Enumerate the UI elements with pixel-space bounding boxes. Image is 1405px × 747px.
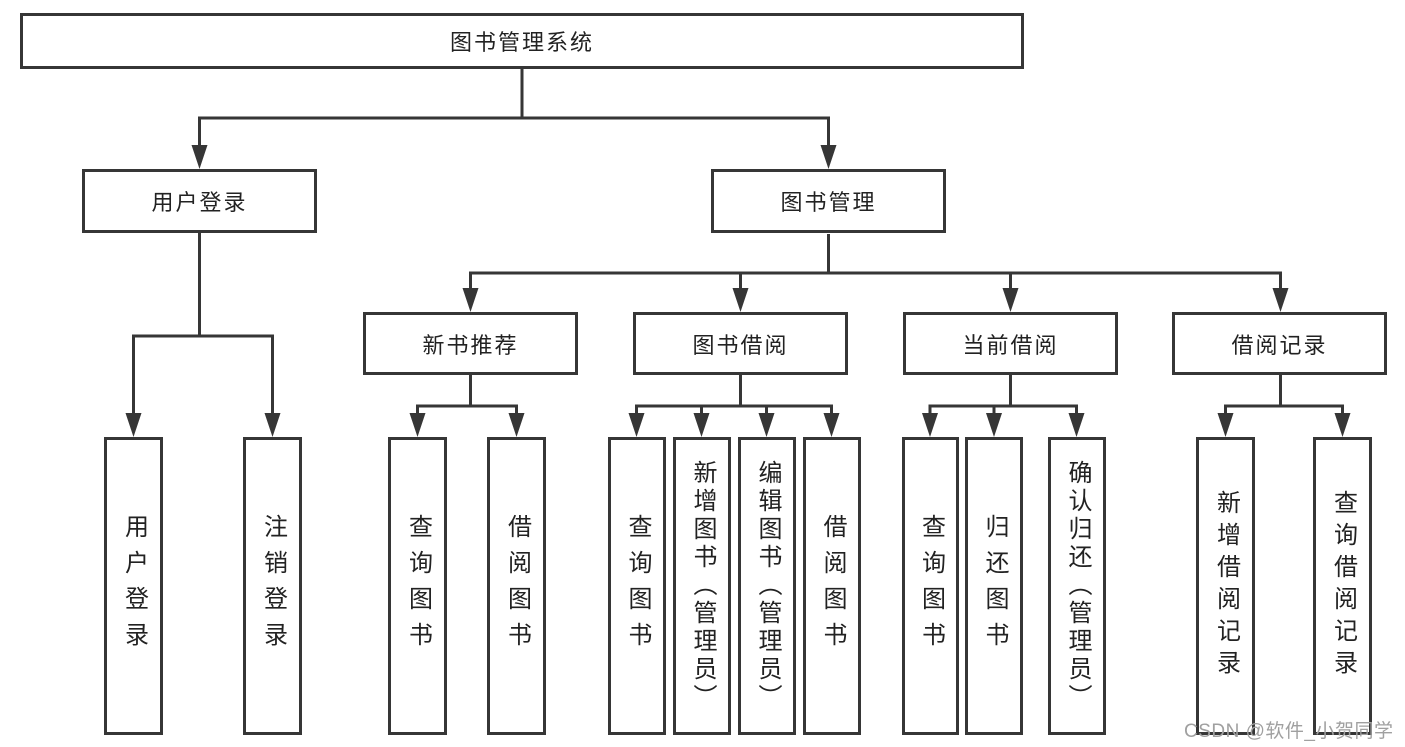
leaf-recommend-query-book-label: 查询图书 xyxy=(404,514,432,658)
leaf-logout: 注销登录 xyxy=(243,437,302,735)
leaf-user-login-label: 用户登录 xyxy=(120,514,148,658)
node-new-book-recommend-label: 新书推荐 xyxy=(422,332,519,358)
node-current-borrow-label: 当前借阅 xyxy=(962,332,1059,358)
leaf-borrow-edit-book-admin-label: 编辑图书（管理员） xyxy=(754,460,781,712)
leaf-borrow-borrow-book: 借阅图书 xyxy=(803,437,861,735)
leaf-user-login: 用户登录 xyxy=(104,437,163,735)
leaf-current-confirm-return-admin-label: 确认归还（管理员） xyxy=(1064,460,1091,712)
node-borrow-records-label: 借阅记录 xyxy=(1231,332,1328,358)
leaf-records-add-record-label: 新增借阅记录 xyxy=(1212,490,1240,682)
leaf-current-query-book: 查询图书 xyxy=(902,437,959,735)
node-book-management-label: 图书管理 xyxy=(780,190,877,215)
leaf-recommend-query-book: 查询图书 xyxy=(388,437,447,735)
node-book-management: 图书管理 xyxy=(711,169,946,233)
node-borrow-records: 借阅记录 xyxy=(1172,312,1387,375)
node-root-system-label: 图书管理系统 xyxy=(449,30,594,55)
leaf-records-query-record-label: 查询借阅记录 xyxy=(1329,490,1357,682)
leaf-borrow-edit-book-admin: 编辑图书（管理员） xyxy=(738,437,796,735)
node-user-login: 用户登录 xyxy=(82,169,317,233)
leaf-borrow-query-book-label: 查询图书 xyxy=(624,514,651,658)
leaf-borrow-add-book-admin-label: 新增图书（管理员） xyxy=(689,460,716,712)
leaf-borrow-borrow-book-label: 借阅图书 xyxy=(819,514,846,658)
node-current-borrow: 当前借阅 xyxy=(903,312,1118,375)
leaf-records-query-record: 查询借阅记录 xyxy=(1313,437,1372,735)
leaf-current-return-book-label: 归还图书 xyxy=(981,514,1008,658)
leaf-current-confirm-return-admin: 确认归还（管理员） xyxy=(1048,437,1106,735)
leaf-recommend-borrow-book-label: 借阅图书 xyxy=(503,514,531,658)
leaf-current-query-book-label: 查询图书 xyxy=(917,514,945,658)
leaf-borrow-query-book: 查询图书 xyxy=(608,437,666,735)
leaf-recommend-borrow-book: 借阅图书 xyxy=(487,437,546,735)
csdn-watermark: CSDN @软件_小贺同学 xyxy=(1184,721,1394,742)
leaf-records-add-record: 新增借阅记录 xyxy=(1196,437,1255,735)
leaf-logout-label: 注销登录 xyxy=(259,514,287,658)
node-user-login-label: 用户登录 xyxy=(151,190,248,215)
leaf-current-return-book: 归还图书 xyxy=(965,437,1023,735)
node-new-book-recommend: 新书推荐 xyxy=(363,312,578,375)
node-root-system: 图书管理系统 xyxy=(20,13,1024,69)
node-book-borrow-label: 图书借阅 xyxy=(692,332,789,358)
node-book-borrow: 图书借阅 xyxy=(633,312,848,375)
leaf-borrow-add-book-admin: 新增图书（管理员） xyxy=(673,437,731,735)
